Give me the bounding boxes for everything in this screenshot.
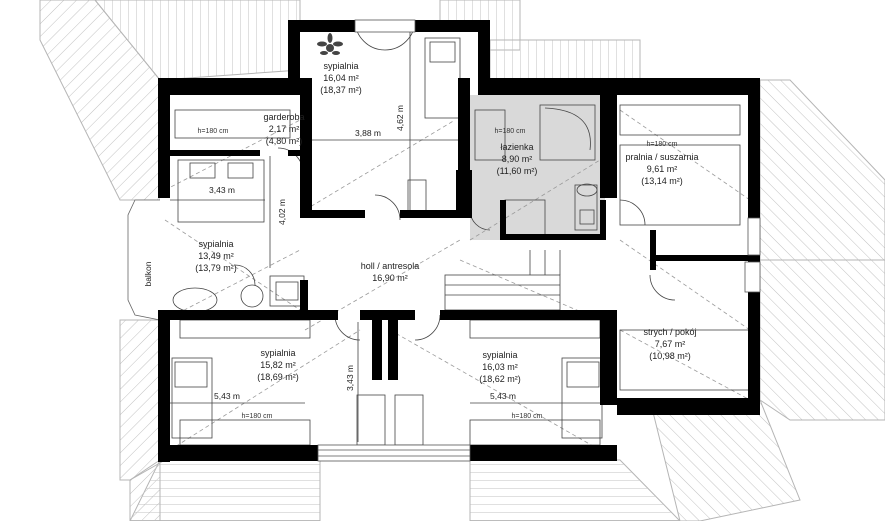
windows — [317, 19, 761, 462]
room-name: holl / antresola — [361, 261, 420, 271]
room-area: 15,82 m² — [260, 360, 296, 370]
dimension-lines — [170, 32, 600, 442]
room-area: 8,90 m² — [502, 154, 533, 164]
room-floor-area: (4,80 m²) — [266, 136, 303, 146]
room-area: 16,90 m² — [372, 273, 408, 283]
room-name: sypialnia — [323, 61, 358, 71]
height-note: h=180 cm — [495, 128, 526, 135]
balcony-label: balkon — [143, 261, 153, 286]
room-name: sypialnia — [482, 350, 517, 360]
plant-icon — [317, 33, 343, 55]
dim-bottom-height: 3,43 m — [345, 365, 355, 391]
room-area: 7,67 m² — [655, 339, 686, 349]
bathroom-floor — [470, 95, 605, 240]
room-name: łazienka — [500, 142, 533, 152]
dim-left-height: 4,02 m — [277, 199, 287, 225]
height-note: h=180 cm — [198, 128, 229, 135]
room-floor-area: (13,79 m²) — [195, 263, 237, 273]
walls — [158, 20, 760, 462]
room-area: 2,17 m² — [269, 124, 300, 134]
room-area: 9,61 m² — [647, 164, 678, 174]
thin-lines — [171, 37, 751, 446]
room-name: sypialnia — [198, 239, 233, 249]
dim-top-height: 4,62 m — [395, 105, 405, 131]
dim-left-width: 3,43 m — [209, 185, 235, 195]
room-name: pralnia / suszarnia — [625, 152, 698, 162]
room-area: 16,03 m² — [482, 362, 518, 372]
dim-br-width: 5,43 m — [490, 391, 516, 401]
roof-hatching — [39, 0, 885, 521]
room-floor-area: (18,69 m²) — [257, 372, 299, 382]
height-note: h=180 cm — [647, 141, 678, 148]
room-floor-area: (13,14 m²) — [641, 176, 683, 186]
height-note: h=180 cm — [512, 413, 543, 420]
room-floor-area: (11,60 m²) — [497, 166, 538, 176]
room-area: 16,04 m² — [323, 73, 359, 83]
room-floor-area: (18,37 m²) — [320, 85, 362, 95]
room-name: sypialnia — [260, 348, 295, 358]
room-floor-area: (18,62 m²) — [479, 374, 521, 384]
dim-bl-width: 5,43 m — [214, 391, 240, 401]
dim-top-width: 3,88 m — [355, 128, 381, 138]
room-area: 13,49 m² — [198, 251, 234, 261]
height-note: h=180 cm — [242, 413, 273, 420]
room-floor-area: (10,98 m²) — [649, 351, 691, 361]
room-name: garderoba — [263, 112, 304, 122]
balcony-outline — [127, 199, 161, 321]
room-name: strych / pokój — [643, 327, 696, 337]
